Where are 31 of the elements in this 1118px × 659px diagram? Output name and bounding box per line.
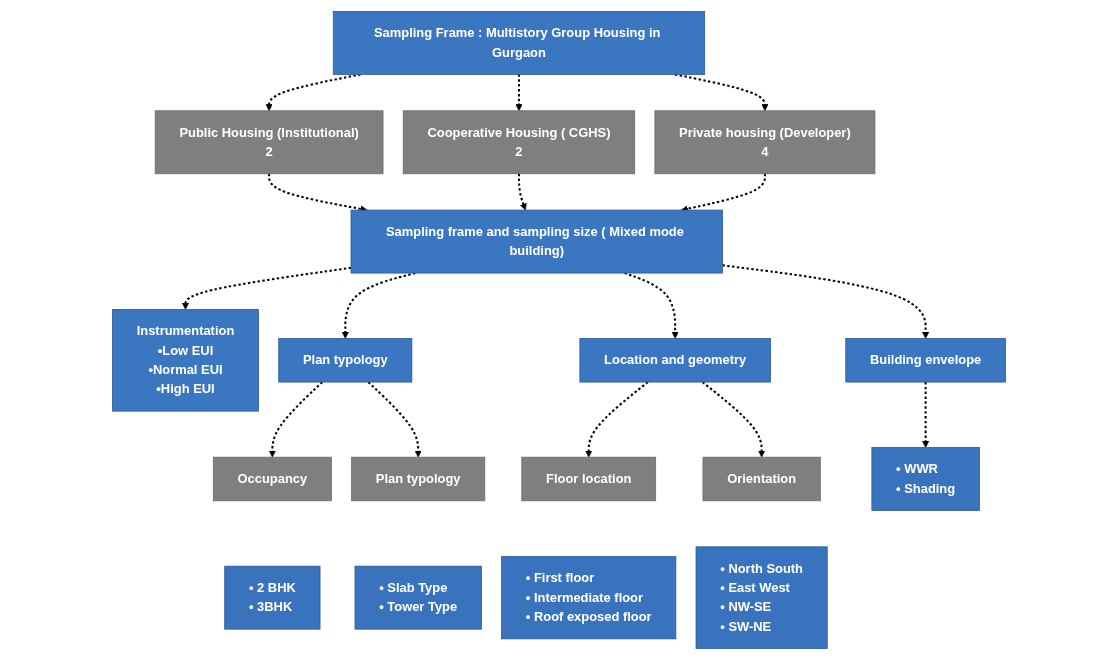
arrow [367,380,422,457]
node-box: Building envelope [845,337,1006,382]
node-box: • Slab Type • Tower Type [354,565,482,630]
node-box: Plan typology [278,337,413,382]
arrow [701,380,766,457]
node-box: Location and geometry [579,337,771,382]
arrow [515,73,523,111]
arrow [181,266,352,310]
node-box: Floor location [521,456,657,501]
node-box: • 2 BHK • 3BHK [224,565,321,630]
node-box: Orientation [702,456,821,501]
node-box: Instrumentation •Low EUI •Normal EUI •High EUI [112,308,259,412]
node-box: • First floor • Intermediate floor • Roof exposed floor [501,555,677,639]
arrow [341,271,416,339]
arrow [585,380,649,457]
node-box: Plan typology [351,456,486,501]
arrow [518,173,527,210]
node-box: Private housing (Developer) 4 [654,109,876,174]
node-box: Public Housing (Institutional) 2 [154,109,384,174]
node-box: Sampling frame and sampling size ( Mixed mode building) [350,209,723,273]
arrow [922,381,930,448]
node-box: Cooperative Housing ( CGHS) 2 [402,109,636,174]
arrow [674,72,769,111]
node-box: • North South • East West • NW-SE • SW-NE [695,545,828,649]
arrow [265,72,361,111]
node-box: • WWR • Shading [871,446,980,511]
arrow [624,271,679,339]
arrow [722,263,930,339]
node-box: Sampling Frame : Multistory Group Housing in Gurgaon [332,10,706,75]
node-box: Occupancy [212,456,332,501]
arrow [268,380,323,457]
